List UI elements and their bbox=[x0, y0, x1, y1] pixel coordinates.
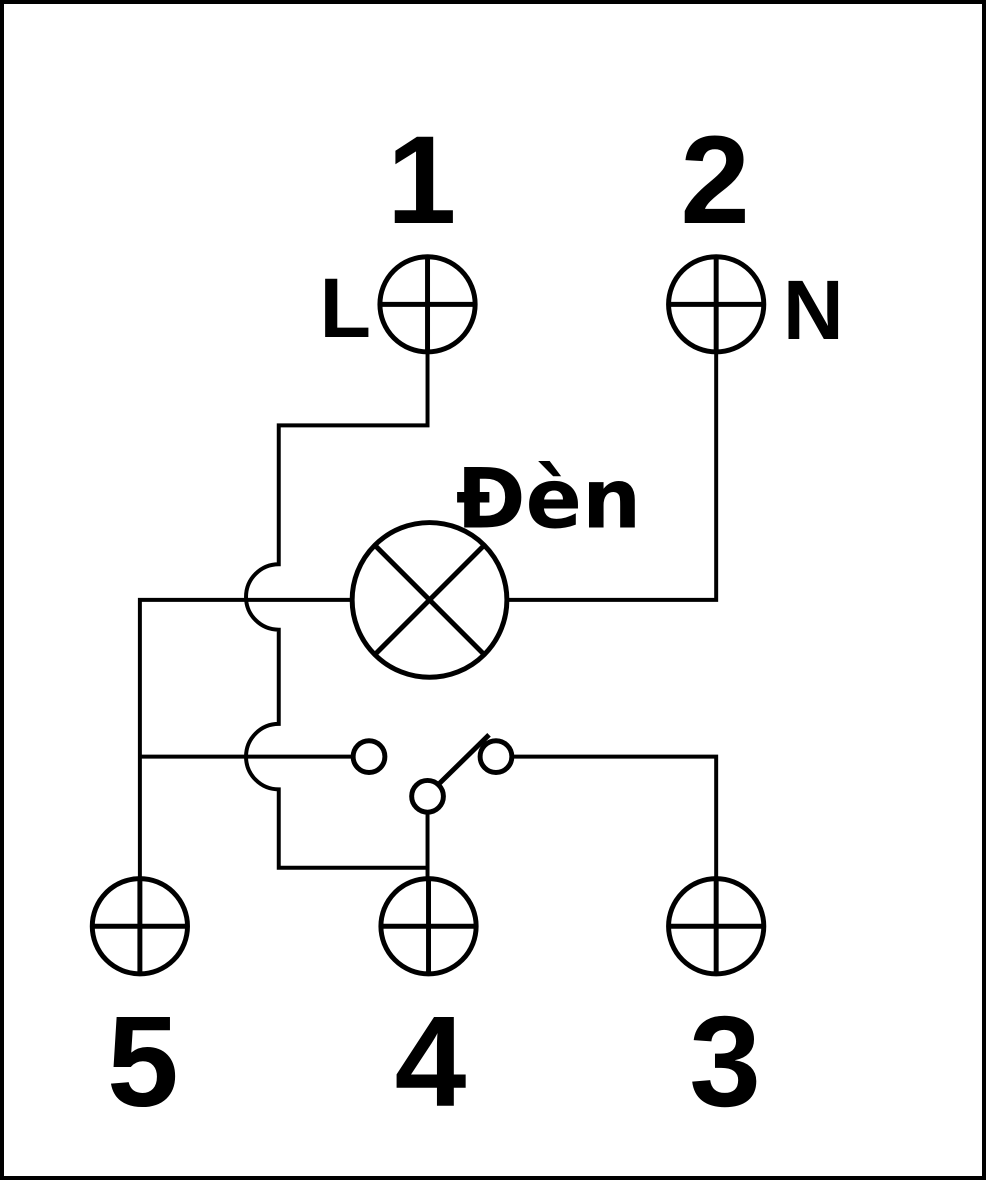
terminal-4: 4 bbox=[378, 876, 479, 1134]
terminal-4-number: 4 bbox=[395, 990, 467, 1134]
lamp-circle bbox=[349, 520, 510, 680]
switch-symbol bbox=[350, 733, 515, 815]
lamp-symbol: Đèn bbox=[349, 451, 642, 680]
terminal-1: 1 L bbox=[319, 111, 478, 355]
wire-neutral-to-lamp bbox=[506, 353, 719, 602]
terminal-3: 3 bbox=[666, 876, 767, 1134]
terminal-1-wire-label: L bbox=[319, 261, 371, 355]
switch-left-contact bbox=[350, 738, 388, 775]
terminal-2-wire-label: N bbox=[783, 263, 844, 357]
terminal-5: 5 bbox=[89, 876, 190, 1134]
switch-pivot-contact bbox=[409, 777, 446, 815]
wires bbox=[137, 351, 719, 879]
switch-lever bbox=[436, 733, 491, 787]
wire-live-branch-with-hops bbox=[244, 351, 430, 870]
switch-right-contact bbox=[477, 738, 515, 775]
terminal-2-number: 2 bbox=[680, 111, 750, 250]
terminal-5-number: 5 bbox=[107, 990, 179, 1134]
lamp-label: Đèn bbox=[456, 451, 642, 548]
wire-lamp-to-left-rail bbox=[137, 597, 353, 879]
terminal-2: 2 N bbox=[666, 111, 844, 357]
terminal-3-number: 3 bbox=[689, 990, 761, 1134]
wire-switch-to-terminal-3 bbox=[511, 754, 719, 879]
terminal-1-number: 1 bbox=[387, 111, 457, 250]
wiring-diagram-canvas: Đèn 1 L 2 N 5 bbox=[89, 111, 844, 1134]
lamp-cross-icon bbox=[373, 543, 486, 657]
